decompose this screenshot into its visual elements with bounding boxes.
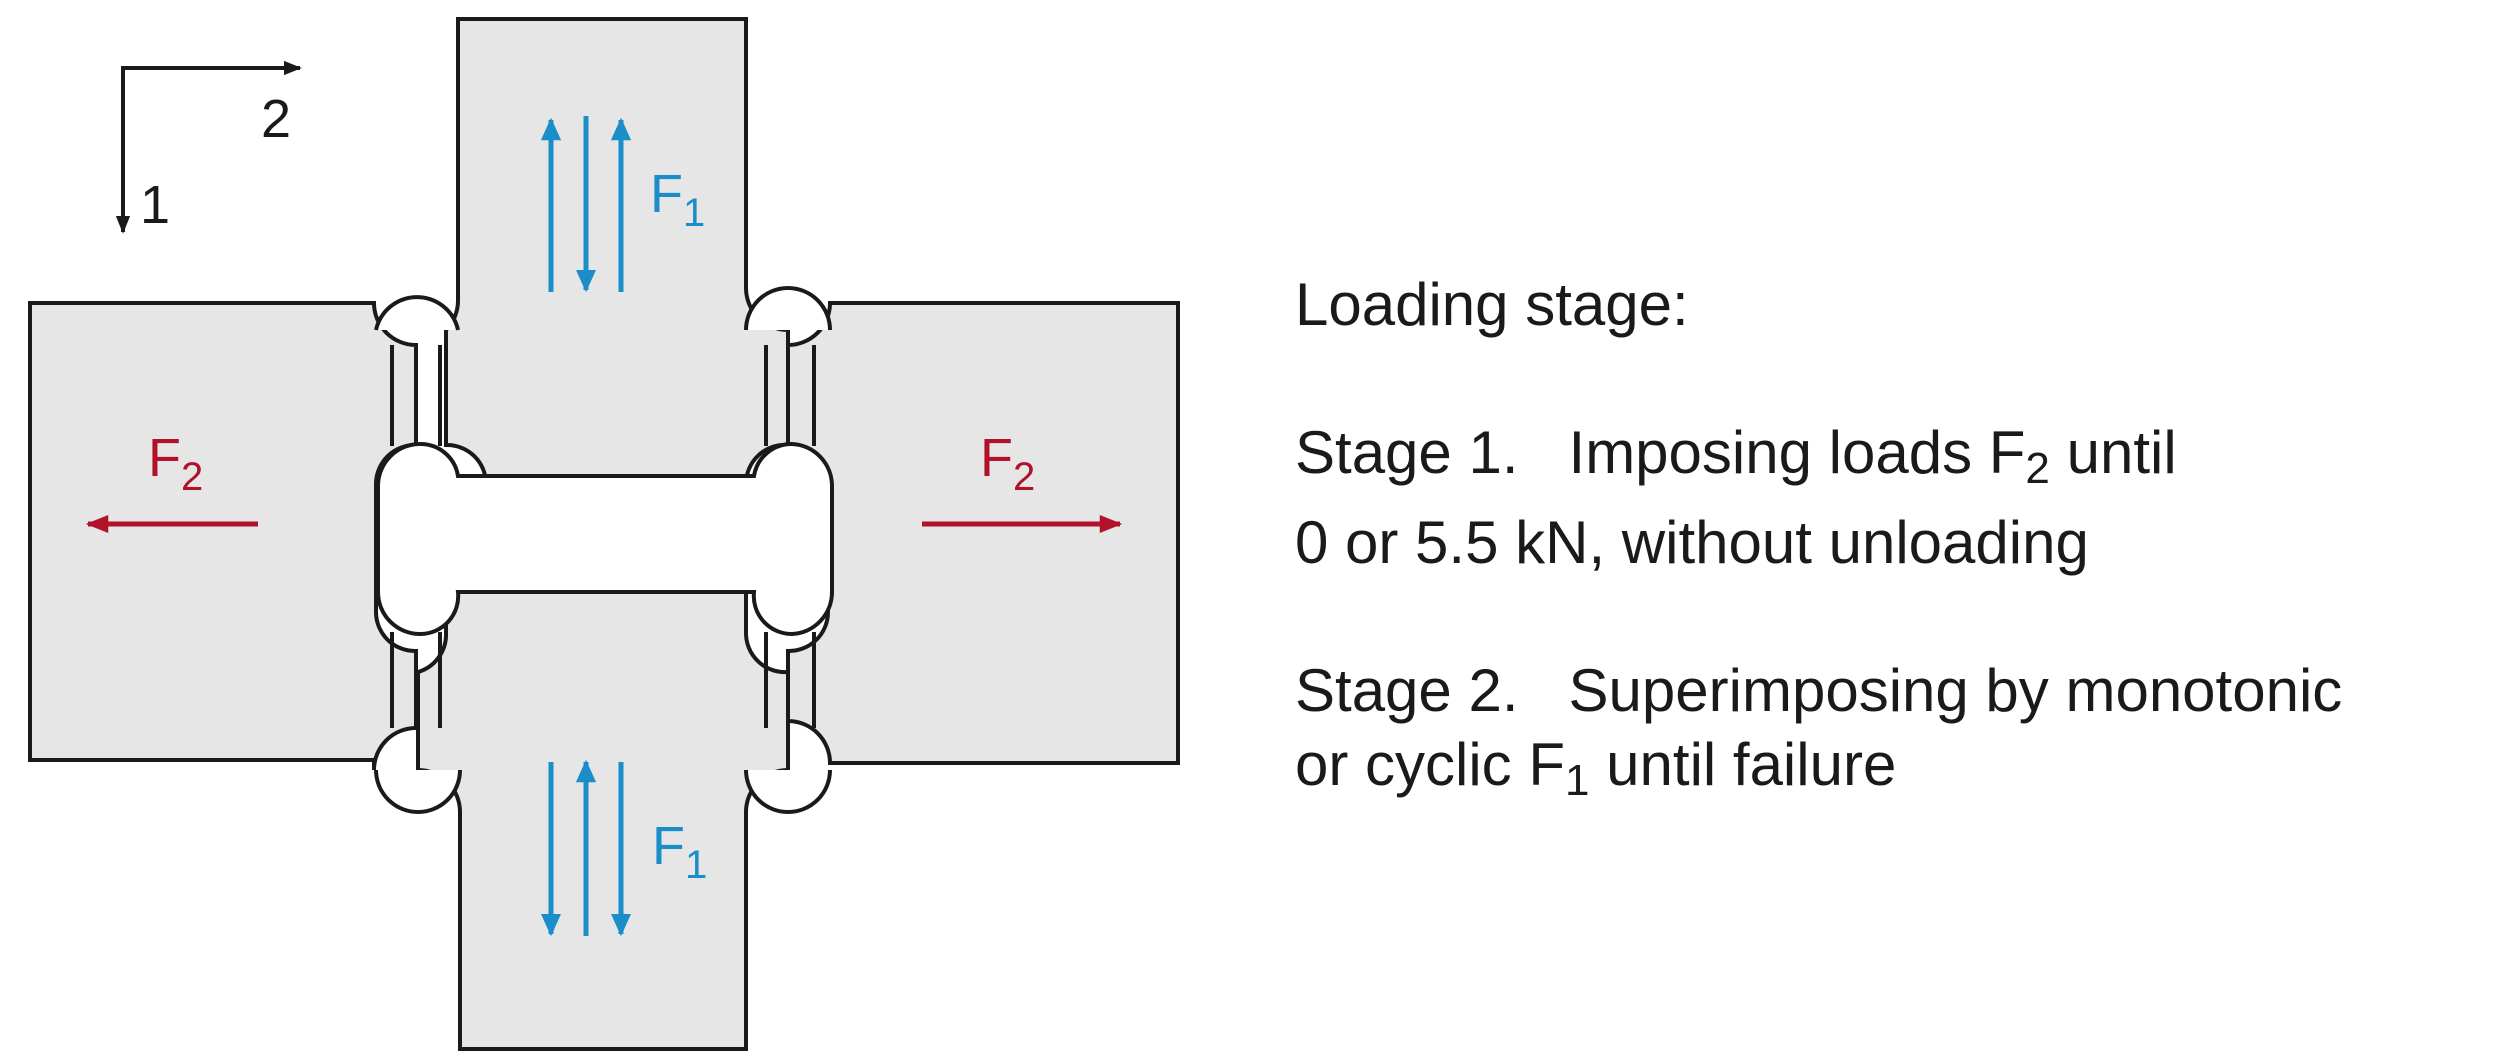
notch-bottom-right — [744, 769, 832, 814]
stage2-text: Superimposing by monotonic — [1568, 657, 2343, 724]
axis-2-label: 2 — [261, 89, 291, 149]
stage2-line1: Stage 2. Superimposing by monotonic — [1295, 654, 2485, 728]
stage1-label: Stage 1. — [1295, 419, 1519, 486]
notch-top-left — [374, 295, 460, 331]
legend-heading: Loading stage: — [1295, 271, 1689, 338]
bottom-arm — [416, 590, 790, 1051]
right-arm — [786, 301, 1180, 765]
stage2-line2: or cyclic F1 until failure — [1295, 728, 2485, 818]
stage1-subscript: 2 — [2025, 444, 2050, 493]
stage2-subscript: 1 — [1565, 756, 1590, 805]
f1-bottom-label: F1 — [652, 816, 707, 887]
stage2-text2-end: until failure — [1589, 731, 1897, 798]
notch-bottom-left — [374, 769, 462, 814]
notch-top-right — [744, 286, 832, 331]
cruciform-specimen-diagram: 2 1 F — [28, 17, 1180, 1051]
gauge-section — [376, 441, 835, 637]
stage1-text-end: until — [2049, 419, 2177, 486]
specimen — [28, 17, 1180, 1051]
central-gauge — [374, 286, 835, 814]
stage1-text: Imposing loads F — [1568, 419, 2026, 486]
axis-1-label: 1 — [140, 175, 170, 235]
f1-top-label: F1 — [650, 164, 705, 235]
f2-right-label: F2 — [980, 428, 1035, 499]
coordinate-axes: 2 1 — [115, 60, 302, 235]
top-arm — [444, 17, 790, 536]
stage1-line2: 0 or 5.5 kN, without unloading — [1295, 509, 2089, 576]
f2-left-label: F2 — [148, 428, 203, 499]
stage2-label: Stage 2. — [1295, 657, 1519, 724]
stage2-text2: or cyclic F — [1295, 731, 1565, 798]
stage1-line1: Stage 1. Imposing loads F2 until — [1295, 416, 2485, 506]
f1-top-arrows — [540, 116, 632, 293]
f1-bottom-arrows — [540, 759, 632, 937]
left-arm — [28, 301, 418, 771]
loading-stage-legend: Loading stage: Stage 1. Imposing loads F… — [1295, 268, 2485, 818]
